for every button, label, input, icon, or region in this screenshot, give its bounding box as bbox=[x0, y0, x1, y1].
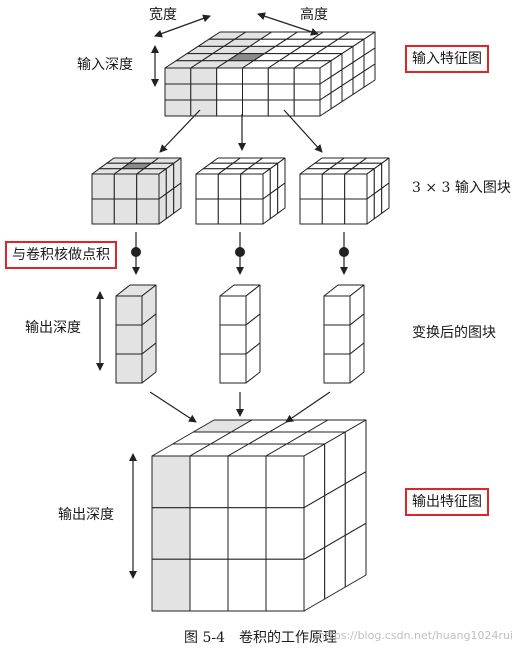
input-feature-map-label: 输入特征图 bbox=[405, 45, 489, 73]
arrow-col-1-to-output bbox=[149, 391, 197, 423]
front-cell bbox=[344, 198, 368, 225]
front-cell bbox=[151, 507, 191, 560]
front-cell bbox=[265, 455, 305, 509]
front-cell bbox=[216, 99, 243, 117]
front-cell bbox=[136, 173, 160, 200]
front-cell bbox=[217, 198, 242, 225]
front-cell bbox=[189, 507, 229, 560]
front-cell bbox=[299, 173, 323, 200]
front-cell bbox=[242, 99, 269, 117]
front-cell bbox=[195, 198, 219, 225]
input-patch-1 bbox=[91, 157, 182, 225]
watermark: https://blog.csdn.net/huang1024rui bbox=[318, 629, 513, 642]
front-cell bbox=[136, 198, 160, 225]
front-cell bbox=[321, 173, 346, 200]
front-cell bbox=[219, 353, 247, 384]
front-cell bbox=[240, 173, 264, 200]
arrow-to-patch-3 bbox=[283, 109, 323, 153]
front-cell bbox=[293, 67, 321, 85]
front-cell bbox=[216, 83, 243, 101]
front-cell bbox=[115, 353, 143, 384]
front-cell bbox=[91, 198, 115, 225]
width-arrow bbox=[154, 14, 211, 38]
front-cell bbox=[190, 99, 218, 117]
front-cell bbox=[164, 67, 192, 85]
dot-with-kernel-label: 与卷积核做点积 bbox=[5, 241, 117, 269]
front-cell bbox=[190, 67, 218, 85]
dot-connector-2 bbox=[235, 232, 245, 275]
height-arrow bbox=[257, 12, 319, 36]
arrow-col-3-to-output bbox=[285, 391, 331, 423]
front-cell bbox=[219, 324, 247, 355]
side-cell bbox=[366, 193, 375, 225]
side-cell bbox=[165, 187, 175, 220]
side-cell bbox=[173, 182, 182, 214]
front-cell bbox=[151, 455, 191, 509]
front-cell bbox=[267, 67, 295, 85]
front-cell bbox=[115, 324, 143, 355]
height-label: 高度 bbox=[300, 7, 328, 23]
front-cell bbox=[265, 558, 305, 612]
transformed-patch-1 bbox=[115, 284, 157, 384]
figure-caption: 图 5-4 卷积的工作原理 bbox=[184, 630, 337, 646]
input-depth-label: 输入深度 bbox=[77, 57, 133, 73]
output-depth-label-bottom: 输出深度 bbox=[58, 507, 114, 523]
front-cell bbox=[164, 83, 192, 101]
front-cell bbox=[323, 353, 351, 384]
front-cell bbox=[299, 198, 323, 225]
front-cell bbox=[267, 83, 295, 101]
output-feature-map-label: 输出特征图 bbox=[405, 488, 489, 516]
transformed-patch-3 bbox=[323, 284, 365, 384]
side-cell bbox=[373, 187, 383, 220]
side-cell bbox=[158, 193, 167, 225]
side-cell bbox=[381, 182, 390, 214]
patch-3x3-label: 3 × 3 输入图块 bbox=[412, 180, 511, 196]
front-cell bbox=[321, 198, 346, 225]
front-cell bbox=[227, 455, 267, 509]
front-cell bbox=[113, 198, 138, 225]
front-cell bbox=[217, 173, 242, 200]
front-cell bbox=[115, 295, 143, 326]
side-cell bbox=[363, 63, 376, 88]
front-cell bbox=[189, 558, 229, 612]
transformed-patch-2 bbox=[219, 284, 261, 384]
front-cell bbox=[293, 99, 321, 117]
transformed-patch-label: 变换后的图块 bbox=[412, 325, 496, 341]
front-cell bbox=[151, 558, 191, 612]
input-patch-2 bbox=[195, 157, 286, 225]
arrow-to-patch-1 bbox=[159, 109, 201, 153]
output-feature-map-cube bbox=[151, 419, 367, 612]
input-feature-map-cube bbox=[164, 31, 376, 117]
front-cell bbox=[91, 173, 115, 200]
front-cell bbox=[227, 507, 267, 560]
front-cell bbox=[190, 83, 218, 101]
side-cell bbox=[269, 187, 279, 220]
side-cell bbox=[277, 182, 286, 214]
front-cell bbox=[344, 173, 368, 200]
front-cell bbox=[227, 558, 267, 612]
side-cell bbox=[262, 193, 271, 225]
front-cell bbox=[240, 198, 264, 225]
front-cell bbox=[195, 173, 219, 200]
front-cell bbox=[242, 67, 269, 85]
front-cell bbox=[267, 99, 295, 117]
front-cell bbox=[216, 67, 243, 85]
front-cell bbox=[323, 324, 351, 355]
front-cell bbox=[265, 507, 305, 560]
dot-connector-1 bbox=[131, 232, 141, 275]
front-cell bbox=[293, 83, 321, 101]
input-patch-3 bbox=[299, 157, 390, 225]
output-depth-label-top: 输出深度 bbox=[25, 320, 81, 336]
front-cell bbox=[323, 295, 351, 326]
front-cell bbox=[242, 83, 269, 101]
front-cell bbox=[189, 455, 229, 509]
dot-connector-3 bbox=[339, 232, 349, 275]
front-cell bbox=[219, 295, 247, 326]
front-cell bbox=[113, 173, 138, 200]
width-label: 宽度 bbox=[149, 7, 177, 23]
front-cell bbox=[164, 99, 192, 117]
side-cell bbox=[344, 522, 367, 588]
